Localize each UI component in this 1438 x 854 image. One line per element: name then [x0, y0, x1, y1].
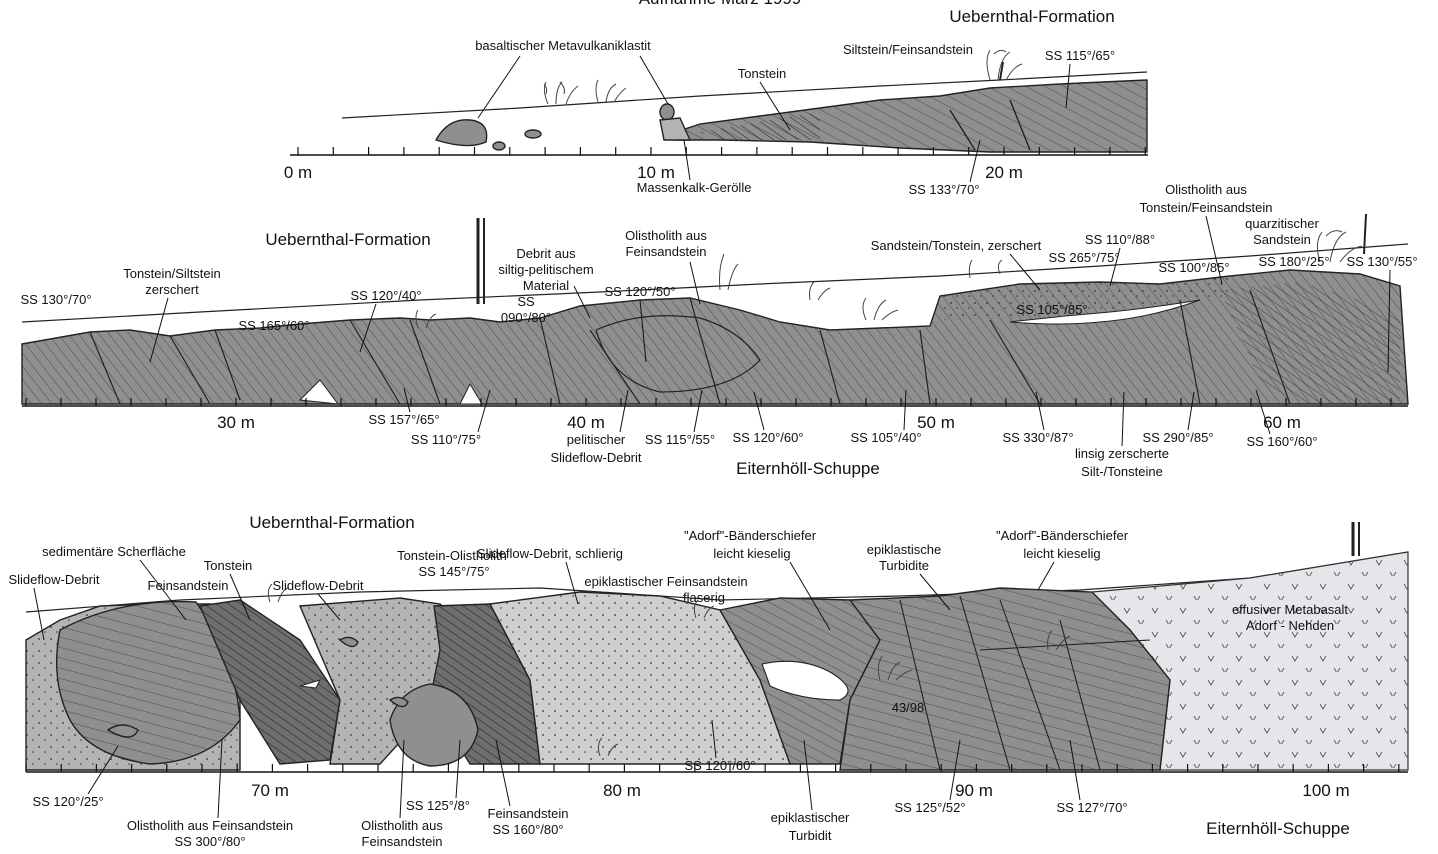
label-siltig-pelitischem: siltig-pelitischem [498, 262, 593, 277]
label-linsig-zerscherte: linsig zerscherte [1075, 446, 1169, 461]
label-silt-tonsteine: Silt-/Tonsteine [1081, 464, 1163, 479]
panel-3: Uebernthal-Formation [8, 513, 1408, 849]
label-olistholith-aus-tf: Olistholith aus [1165, 182, 1247, 197]
label-olistholith-aus: Olistholith aus [625, 228, 707, 243]
label-slideflow-debrit: Slideflow-Debrit [550, 450, 641, 465]
label-43-98: 43/98 [892, 700, 925, 715]
axis-tick-80m: 80 m [603, 781, 641, 800]
label-ss-125-52: SS 125°/52° [894, 800, 965, 815]
axis-tick-20m: 20 m [985, 163, 1023, 182]
label-ss-180-25: SS 180°/25° [1258, 254, 1329, 269]
label-turbidite: Turbidite [879, 558, 929, 573]
axis-tick-0m: 0 m [284, 163, 312, 182]
label-turbidit: Turbidit [789, 828, 832, 843]
label-ss-157-65: SS 157°/65° [368, 412, 439, 427]
label-ss-115-55: SS 115°/55° [645, 432, 715, 447]
label-ss-127-70: SS 127°/70° [1056, 800, 1127, 815]
label-ss-265-75: SS 265°/75° [1048, 250, 1119, 265]
label-flaserig: flaserig [683, 590, 725, 605]
label-ss-125-8: SS 125°/8° [406, 798, 470, 813]
label-ss-133-70: SS 133°/70° [908, 182, 979, 197]
panel2-formation-title: Uebernthal-Formation [265, 230, 430, 249]
label-ss-130-55: SS 130°/55° [1346, 254, 1417, 269]
label-material: Material [523, 278, 569, 293]
axis-tick-50m: 50 m [917, 413, 955, 432]
panel1-massenkalk-deposit [660, 118, 690, 140]
label-epiklastische: epiklastische [867, 542, 941, 557]
label-epiklastischer-feinsandstein: epiklastischer Feinsandstein [584, 574, 747, 589]
label-ss-115-65: SS 115°/65° [1045, 48, 1115, 63]
axis-tick-90m: 90 m [955, 781, 993, 800]
label-ss-110-75: SS 110°/75° [411, 432, 481, 447]
label-ss-330-87: SS 330°/87° [1002, 430, 1073, 445]
label-massenkalk-geroelle: Massenkalk-Gerölle [637, 180, 752, 195]
label-leicht-kieselig-1: leicht kieselig [713, 546, 790, 561]
label-tonstein-feinsandstein: Tonstein/Feinsandstein [1140, 200, 1273, 215]
label-tonstein: Tonstein [738, 66, 786, 81]
label-slideflow-debrit-mid: Slideflow-Debrit [272, 578, 363, 593]
label-ss-290-85: SS 290°/85° [1142, 430, 1213, 445]
label-basaltischer-metavulkaniklastit: basaltischer Metavulkaniklastit [475, 38, 651, 53]
panel-2: Uebernthal-Formation SS 130°/70° Tonstei… [20, 182, 1417, 479]
label-ss-105-40: SS 105°/40° [850, 430, 921, 445]
label-effusiver-metabasalt: effusiver Metabasalt [1232, 602, 1348, 617]
figure-caption: Aufnahme März 1999 [639, 0, 802, 8]
label-ss-160-60: SS 160°/60° [1246, 434, 1317, 449]
label-siltstein-feinsandstein: Siltstein/Feinsandstein [843, 42, 973, 57]
label-tonstein-p3: Tonstein [204, 558, 252, 573]
label-sandstein: Sandstein [1253, 232, 1311, 247]
label-ss-120-25: SS 120°/25° [32, 794, 103, 809]
label-ss-110-88: SS 110°/88° [1085, 232, 1155, 247]
axis-tick-60m: 60 m [1263, 413, 1301, 432]
label-feinsandstein: Feinsandstein [626, 244, 707, 259]
panel2-schuppe-label: Eiternhöll-Schuppe [736, 459, 880, 478]
label-olistholith-aus-feinsandstein: Olistholith aus Feinsandstein [127, 818, 293, 833]
label-ss-165-60: SS 165°/60° [238, 318, 309, 333]
label-slideflow-debrit-left: Slideflow-Debrit [8, 572, 99, 587]
label-debrit-aus: Debrit aus [516, 246, 576, 261]
label-quarzitischer: quarzitischer [1245, 216, 1319, 231]
label-pelitischer: pelitischer [567, 432, 626, 447]
label-ss-090-80: 090°/80° [501, 310, 551, 325]
panel3-formation-title: Uebernthal-Formation [249, 513, 414, 532]
label-feinsandstein-2: Feinsandstein [362, 834, 443, 849]
label-ss-120-60: SS 120°/60° [732, 430, 803, 445]
label-epiklastischer: epiklastischer [771, 810, 850, 825]
axis-tick-10m: 10 m [637, 163, 675, 182]
label-adorf-baenderschiefer-2: "Adorf"-Bänderschiefer [996, 528, 1129, 543]
label-feinsandstein-p3: Feinsandstein [148, 578, 229, 593]
label-ss-105-85: SS 105°/85° [1016, 302, 1087, 317]
label-ss: SS [517, 294, 535, 309]
axis-tick-40m: 40 m [567, 413, 605, 432]
panel-1: Uebernthal-Formation basaltischer Metavu… [284, 7, 1148, 197]
label-ss-300-80: SS 300°/80° [174, 834, 245, 849]
label-leicht-kieselig-2: leicht kieselig [1023, 546, 1100, 561]
label-zerschert: zerschert [145, 282, 199, 297]
label-adorf-baenderschiefer-1: "Adorf"-Bänderschiefer [684, 528, 817, 543]
panel1-formation-title: Uebernthal-Formation [949, 7, 1114, 26]
axis-tick-70m: 70 m [251, 781, 289, 800]
label-sandstein-tonstein-zerschert: Sandstein/Tonstein, zerschert [871, 238, 1042, 253]
label-ss-120-50: SS 120°/50° [604, 284, 675, 299]
label-ss-160-80: SS 160°/80° [492, 822, 563, 837]
label-ss-120-40: SS 120°/40° [350, 288, 421, 303]
label-adorf-nehden: Adorf - Nehden [1246, 618, 1334, 633]
label-olistholith-aus-2: Olistholith aus [361, 818, 443, 833]
label-sedimentaere-scherflaeche: sedimentäre Scherfläche [42, 544, 186, 559]
label-ss-130-70: SS 130°/70° [20, 292, 91, 307]
axis-tick-30m: 30 m [217, 413, 255, 432]
label-ss-145-75: SS 145°/75° [418, 564, 489, 579]
label-feinsandstein-3: Feinsandstein [488, 806, 569, 821]
axis-tick-100m: 100 m [1302, 781, 1349, 800]
panel3-schuppe-label: Eiternhöll-Schuppe [1206, 819, 1350, 838]
label-tonstein-siltstein: Tonstein/Siltstein [123, 266, 221, 281]
label-slideflow-debrit-schlierig: Slideflow-Debrit, schlierig [477, 546, 623, 561]
